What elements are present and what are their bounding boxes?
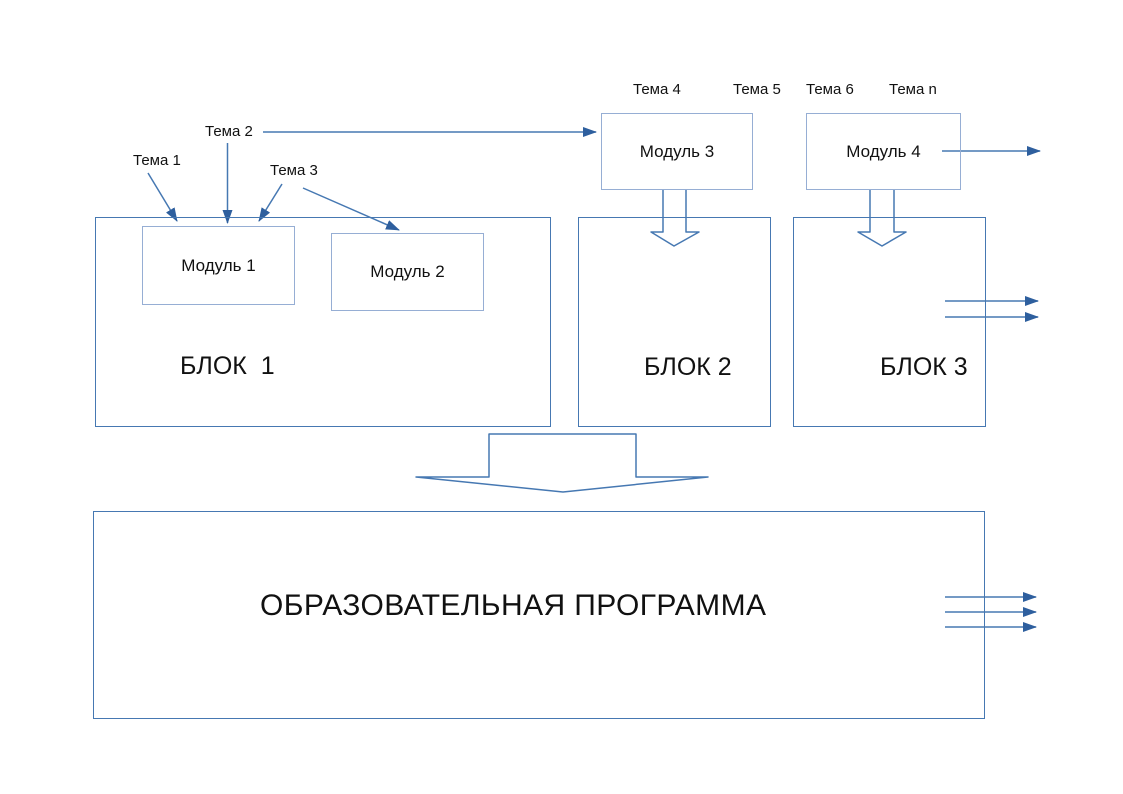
block-1-label: БЛОК 1 [180,352,275,380]
topic-label-tema6: Тема 6 [806,81,854,98]
topic-label-teman: Тема n [889,81,937,98]
block-2-box [578,217,771,427]
arrow-tema1-module1 [147,172,178,222]
module-2-label: Модуль 2 [370,262,445,281]
module-4-box: Модуль 4 [806,113,961,190]
arrow-tema3-module2 [302,187,400,231]
topic-label-tema4: Тема 4 [633,81,681,98]
module-2-box: Модуль 2 [331,233,484,311]
topic-label-tema5: Тема 5 [733,81,781,98]
module-1-label: Модуль 1 [181,255,256,275]
block-3-box [793,217,986,427]
arrow-tema3-module1 [258,183,283,222]
block-1-box [95,217,551,427]
program-box [93,511,985,719]
module-1-box: Модуль 1 [142,226,295,305]
topic-label-tema1: Тема 1 [133,152,181,169]
module-3-label: Модуль 3 [639,141,715,161]
block-3-label: БЛОК 3 [880,353,968,381]
program-label: ОБРАЗОВАТЕЛЬНАЯ ПРОГРАММА [260,589,767,622]
module-4-label: Модуль 4 [846,141,921,161]
topic-label-tema3: Тема 3 [270,162,318,179]
big-down-arrow [415,433,709,493]
module-3-box: Модуль 3 [601,113,753,190]
block-2-label: БЛОК 2 [644,353,732,381]
topic-label-tema2: Тема 2 [205,123,253,140]
